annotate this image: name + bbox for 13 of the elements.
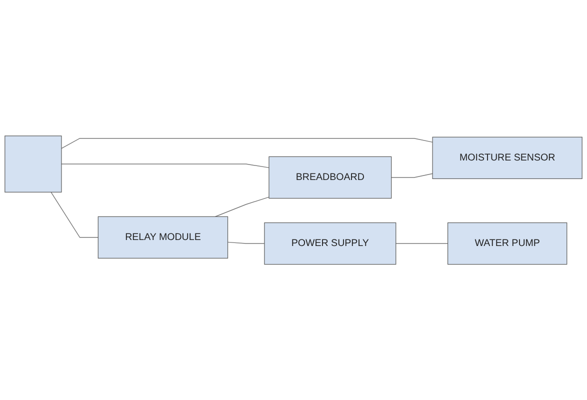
connector <box>390 173 433 178</box>
node-box: BREADBOARD <box>268 156 392 198</box>
node-box: POWER SUPPLY <box>264 222 396 265</box>
connector <box>396 243 448 244</box>
connector <box>227 242 265 244</box>
connector <box>214 196 270 217</box>
node-box: RELAY MODULE <box>98 216 228 258</box>
connector <box>61 164 270 168</box>
node-box: MOISTURE SENSOR <box>432 136 582 179</box>
connector <box>61 138 433 149</box>
connector <box>50 192 99 238</box>
node-box: WATER PUMP <box>448 222 568 265</box>
node-box <box>4 135 62 192</box>
